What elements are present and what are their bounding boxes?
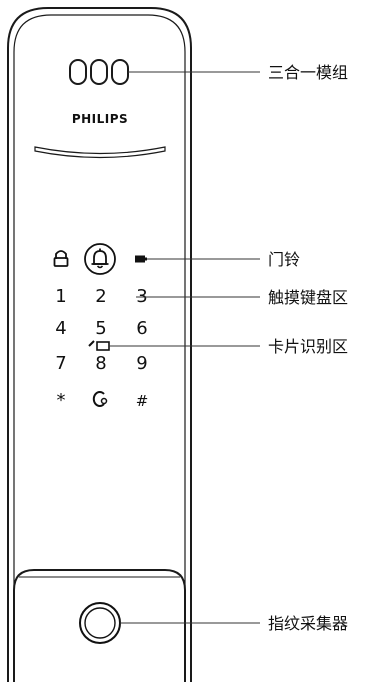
key-icon[interactable]	[92, 391, 108, 407]
camera-lens-icon	[111, 59, 129, 85]
key-star[interactable]: *	[57, 390, 66, 411]
key-hash[interactable]: #	[136, 392, 149, 410]
doorbell-button[interactable]	[84, 243, 116, 275]
battery-icon	[135, 255, 147, 263]
key-4[interactable]: 4	[55, 318, 66, 339]
label-camera-module: 三合一模组	[268, 63, 348, 82]
brand-logo: PHILIPS	[72, 112, 128, 126]
key-2[interactable]: 2	[95, 286, 106, 307]
lock-icon	[53, 250, 69, 267]
key-1[interactable]: 1	[55, 286, 66, 307]
key-9[interactable]: 9	[136, 353, 147, 374]
key-6[interactable]: 6	[136, 318, 147, 339]
card-icon	[88, 340, 110, 351]
fingerprint-panel	[13, 569, 186, 682]
label-doorbell: 门铃	[268, 250, 300, 269]
leader-lines	[109, 71, 260, 624]
sensor-bar	[34, 146, 166, 159]
label-card-reader: 卡片识别区	[268, 337, 348, 356]
camera-lens-icon	[69, 59, 87, 85]
camera-lens-icon	[90, 59, 108, 85]
fingerprint-sensor-icon[interactable]	[79, 602, 121, 644]
label-touch-keypad: 触摸键盘区	[268, 288, 348, 307]
callout-labels: 三合一模组 门铃 触摸键盘区 卡片识别区 指纹采集器	[268, 63, 348, 633]
doorbell-icon	[91, 248, 109, 269]
key-5[interactable]: 5	[95, 318, 106, 339]
lock-body-inner-outline	[13, 14, 186, 682]
lock-body-outline	[7, 7, 192, 682]
camera-module	[69, 59, 129, 85]
label-fingerprint: 指纹采集器	[268, 614, 348, 633]
key-8[interactable]: 8	[95, 353, 106, 374]
key-7[interactable]: 7	[55, 353, 66, 374]
